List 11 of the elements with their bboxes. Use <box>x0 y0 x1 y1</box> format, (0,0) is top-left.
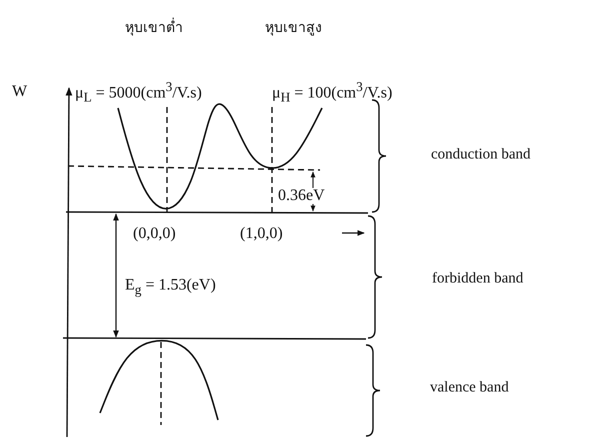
dimension-label: 0.36eV <box>278 188 325 204</box>
valley-label: หุบเขาสูง <box>265 21 322 35</box>
band-label: forbidden band <box>432 272 524 286</box>
mobility-label: μ$_{L}$ = 5000(cm$^{3}$/V.s) <box>75 80 202 104</box>
k-point-label: (1,0,0) <box>240 226 283 242</box>
k-point-label: (0,0,0) <box>133 226 176 242</box>
dimension-label: E$_{g}$ = 1.53(eV) <box>125 278 216 296</box>
band-label: conduction band <box>431 148 531 162</box>
mobility-label: μ$_{H}$ = 100(cm$^{3}$/V.s) <box>272 80 392 104</box>
axis-label: W <box>12 84 28 100</box>
band-label: valence band <box>430 380 509 396</box>
